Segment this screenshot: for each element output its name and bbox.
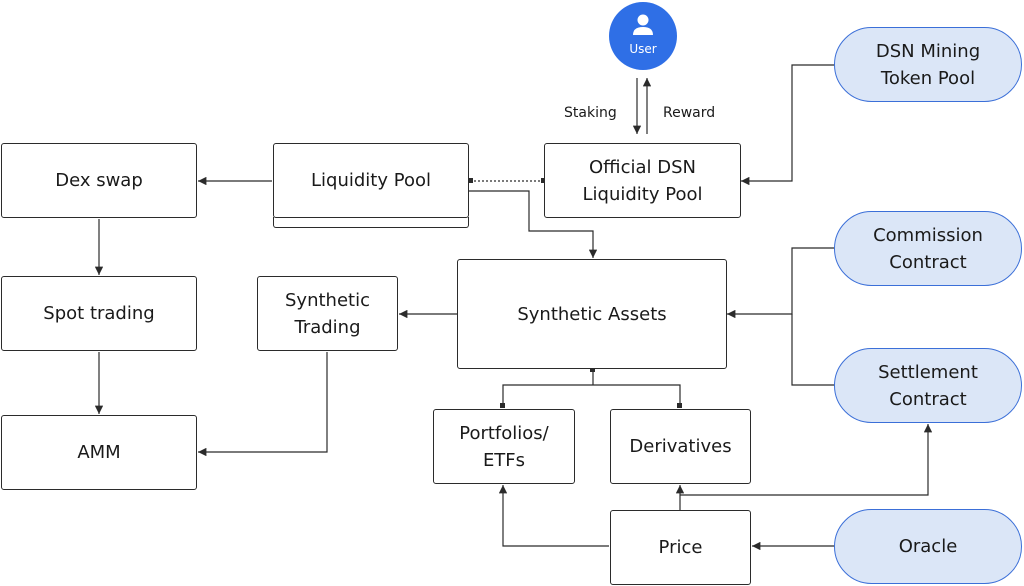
node-price: Price bbox=[610, 510, 751, 585]
user-node: User bbox=[609, 2, 677, 70]
pill-commission-contract: Commission Contract bbox=[834, 211, 1022, 286]
node-spot-trading: Spot trading bbox=[1, 276, 197, 351]
node-liquidity-pool-label: Liquidity Pool bbox=[311, 170, 431, 191]
pill-commission-contract-label: Commission Contract bbox=[873, 224, 983, 273]
user-label: User bbox=[629, 42, 657, 56]
edge-settlement-to-synthetic bbox=[791, 314, 834, 386]
node-price-label: Price bbox=[658, 537, 703, 558]
edge-price-to-settlement bbox=[680, 424, 933, 496]
junction-derivatives-top bbox=[677, 403, 682, 408]
node-derivatives-label: Derivatives bbox=[629, 436, 732, 457]
node-portfolios-etfs: Portfolios/ ETFs bbox=[433, 409, 575, 484]
node-amm: AMM bbox=[1, 415, 197, 490]
reward-label: Reward bbox=[663, 105, 716, 121]
node-spot-trading-label: Spot trading bbox=[43, 303, 155, 324]
junction-official-left bbox=[541, 178, 546, 183]
node-liquidity-pool: Liquidity Pool bbox=[273, 143, 469, 218]
node-portfolios-etfs-label: Portfolios/ ETFs bbox=[459, 422, 549, 471]
pill-settlement-contract: Settlement Contract bbox=[834, 348, 1022, 423]
node-amm-label: AMM bbox=[77, 442, 121, 463]
staking-label: Staking bbox=[564, 105, 617, 121]
node-synthetic-assets-label: Synthetic Assets bbox=[517, 303, 667, 325]
node-official-dsn-pool: Official DSN Liquidity Pool bbox=[544, 143, 741, 218]
pill-oracle-label: Oracle bbox=[898, 536, 958, 557]
edge-synthetic-to-products bbox=[502, 370, 681, 408]
node-synthetic-trading: Synthetic Trading bbox=[257, 276, 398, 351]
node-synthetic-assets: Synthetic Assets bbox=[457, 259, 727, 369]
pill-oracle: Oracle bbox=[834, 509, 1022, 584]
node-dex-swap: Dex swap bbox=[1, 143, 197, 218]
edge-price-to-portfolios bbox=[498, 485, 609, 547]
junction-portfolios-top bbox=[500, 403, 505, 408]
node-dex-swap-label: Dex swap bbox=[55, 170, 143, 191]
junction-synthetic-bottom bbox=[590, 367, 595, 372]
node-synthetic-trading-label: Synthetic Trading bbox=[285, 289, 370, 338]
pill-dsn-mining-token-pool: DSN Mining Token Pool bbox=[834, 27, 1022, 102]
junction-liquidity-right bbox=[468, 178, 473, 183]
pill-dsn-mining-token-pool-label: DSN Mining Token Pool bbox=[875, 40, 981, 89]
liquidity-pool-stack-edge bbox=[273, 217, 469, 228]
node-derivatives: Derivatives bbox=[610, 409, 751, 484]
edge-mining-to-official bbox=[741, 64, 834, 186]
edge-trading-to-amm bbox=[198, 352, 328, 457]
user-icon bbox=[633, 14, 653, 35]
pill-settlement-contract-label: Settlement Contract bbox=[878, 361, 978, 410]
edge-liquidity-to-synthetic bbox=[469, 190, 598, 258]
edge-commission-to-synthetic bbox=[727, 247, 834, 319]
node-official-dsn-pool-label: Official DSN Liquidity Pool bbox=[582, 156, 703, 205]
